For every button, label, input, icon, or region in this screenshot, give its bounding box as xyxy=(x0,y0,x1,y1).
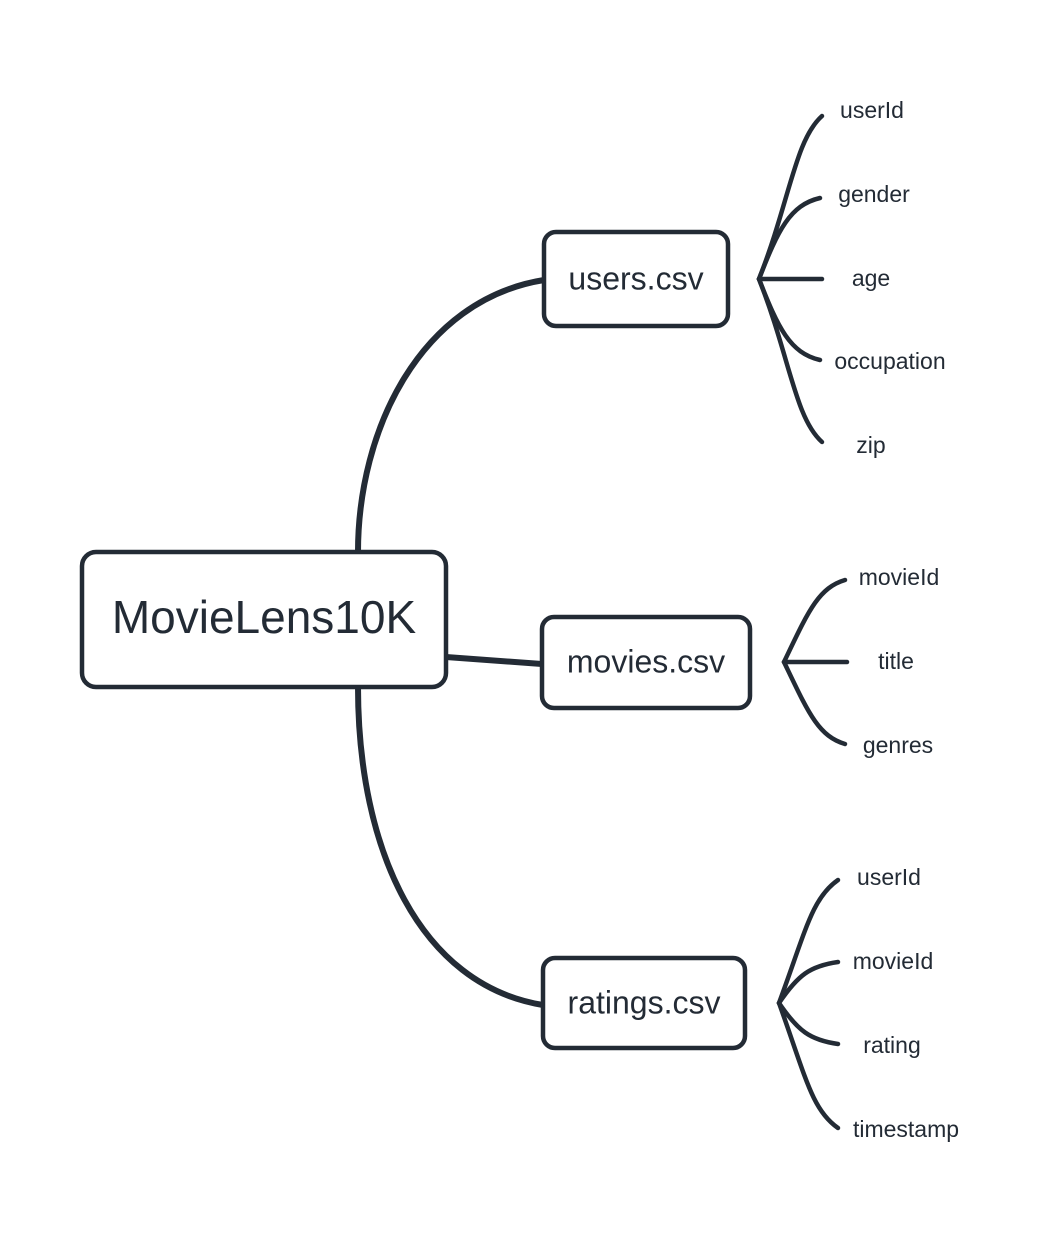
leaf-label-ratings-1: movieId xyxy=(853,948,934,974)
edge-root-to-users xyxy=(355,277,547,555)
branch-node-ratings-box xyxy=(540,955,748,1051)
leaf-label-users-3: occupation xyxy=(834,348,945,374)
branch-node-movies-label: movies.csv xyxy=(567,643,725,679)
root-node-label: MovieLens10K xyxy=(112,591,417,643)
branch-node-movies[interactable]: movies.csv xyxy=(539,614,753,711)
edge-users-leaf-4 xyxy=(756,276,825,445)
edge-ratings-leaf-2 xyxy=(776,1000,841,1047)
leaf-label-users-2: age xyxy=(852,265,890,291)
leaf-label-ratings-3: timestamp xyxy=(853,1116,959,1142)
edge-users-leaf-3 xyxy=(756,276,823,363)
branch-node-users-box xyxy=(541,229,731,329)
leaf-label-ratings-2: rating xyxy=(863,1032,921,1058)
edge-root-to-ratings xyxy=(355,684,546,1008)
nodes-layer: MovieLens10K users.csv movies.csv ratings.c… xyxy=(79,229,753,1051)
root-node-box xyxy=(79,549,449,690)
edge-movies-leaf-2 xyxy=(781,659,848,747)
edge-ratings-leaf-3 xyxy=(776,1000,841,1131)
edge-ratings-leaf-0 xyxy=(776,877,841,1006)
edges-layer xyxy=(355,277,547,1008)
branch-node-ratings-label: ratings.csv xyxy=(568,984,721,1020)
leaf-label-users-0: userId xyxy=(840,97,904,123)
edge-movies-leaf-0 xyxy=(781,577,848,665)
leaf-label-ratings-0: userId xyxy=(857,864,921,890)
branch-node-movies-box xyxy=(539,614,753,711)
leaf-label-movies-1: title xyxy=(878,648,914,674)
edge-users-leaf-1 xyxy=(756,195,823,282)
leaf-label-movies-2: genres xyxy=(863,732,933,758)
leaf-label-movies-0: movieId xyxy=(859,564,940,590)
leaf-edges-layer xyxy=(756,113,850,1131)
leaf-label-users-1: gender xyxy=(838,181,910,207)
edge-root-to-movies xyxy=(443,654,545,667)
leaf-label-users-4: zip xyxy=(856,432,885,458)
branch-node-users-label: users.csv xyxy=(568,260,703,296)
root-node[interactable]: MovieLens10K xyxy=(79,549,449,690)
branch-node-users[interactable]: users.csv xyxy=(541,229,731,329)
leaf-labels-layer: userId gender age occupation zip movieId title… xyxy=(834,97,959,1142)
edge-ratings-leaf-1 xyxy=(776,959,841,1006)
branch-node-ratings[interactable]: ratings.csv xyxy=(540,955,748,1051)
